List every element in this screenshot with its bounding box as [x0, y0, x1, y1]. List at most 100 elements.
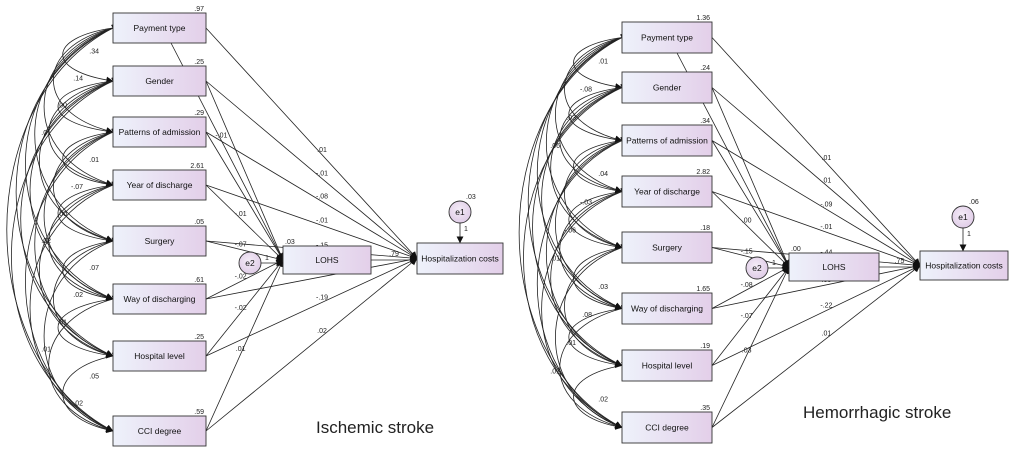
coef-cci-to-lohs: .03: [742, 347, 752, 354]
covariance-value-4: .04: [598, 171, 608, 178]
covariance-value-13: .02: [73, 400, 83, 407]
variable-box-level: [112, 340, 207, 372]
covariance-arc-payment-cci: [518, 34, 628, 428]
path-cci-to-lohs: [711, 266, 790, 428]
path-payment-to-costs: [711, 37, 921, 266]
path-admission-to-lohs: [205, 131, 284, 261]
covariance-arc-gender-cci: [523, 84, 629, 428]
covariance-arc-gender-admission: [57, 77, 120, 135]
covariance-value-3: .01: [41, 130, 51, 137]
variance-admission: .34: [700, 118, 710, 125]
variable-label-level: Hospital level: [642, 361, 693, 371]
coef-way-to-lohs: -.08: [741, 282, 753, 289]
covariance-arc-way-cci: [48, 295, 120, 433]
covariance-arc-gender-level: [20, 77, 120, 357]
variable-box-admission: [621, 124, 713, 157]
covariance-arc-payment-admission: [53, 24, 120, 134]
error-label-e1: e1: [958, 212, 968, 222]
path-way-to-costs: [711, 263, 921, 309]
path-admission-to-costs: [711, 140, 921, 266]
path-level-to-costs: [711, 265, 921, 366]
variance-surgery: .18: [700, 225, 710, 232]
variable-label-admission: Patterns of admission: [626, 136, 708, 146]
covariance-arc-gender-level: [532, 84, 629, 367]
path-admission-to-lohs: [711, 140, 790, 268]
path-gender-to-lohs: [205, 80, 284, 261]
variance-gender: .24: [700, 65, 710, 72]
covariance-value-0: .01: [598, 59, 608, 66]
coef-level-to-costs: -.19: [316, 294, 328, 301]
outcome-box-hospitalization-costs: [416, 242, 504, 275]
covariance-value-2: .00: [57, 103, 67, 110]
coef-admission-to-costs: -.09: [820, 201, 832, 208]
variable-box-level: [621, 349, 713, 382]
covariance-value-6: .00: [57, 211, 67, 218]
coef-payment-to-costs: .01: [317, 147, 327, 154]
variance-e2: .00: [791, 246, 801, 253]
covariance-arc-admission-year: [62, 128, 120, 188]
variance-cci: .35: [700, 405, 710, 412]
coef-lohs-to-costs: .75: [895, 258, 905, 265]
panel-hemorrhagic-stroke: .01-.08.03.06.04-.03-.06.01.03.08.01.01.…: [518, 15, 1009, 444]
panel-title-ischemic: Ischemic stroke: [316, 418, 435, 437]
path-payment-to-costs: [205, 27, 418, 259]
coef-surgery-to-lohs: -.07: [235, 242, 247, 249]
variable-label-surgery: Surgery: [652, 243, 683, 253]
path-way-to-lohs: [205, 259, 284, 300]
outcome-label-hospitalization-costs: Hospitalization costs: [925, 261, 1002, 271]
covariance-arc-admission-cci: [537, 137, 629, 428]
variable-label-cci: CCI degree: [138, 426, 182, 436]
covariance-arc-payment-gender: [62, 24, 120, 84]
path-gender-to-costs: [205, 80, 418, 259]
coef-lohs-to-costs: .79: [389, 251, 399, 258]
path-year-to-lohs: [711, 191, 790, 268]
covariance-value-7: .02: [41, 238, 51, 245]
covariance-arc-admission-way: [555, 137, 629, 310]
path-cci-to-costs: [711, 265, 921, 428]
coef-way-to-lohs: -.02: [235, 273, 247, 280]
variable-label-cci: CCI degree: [645, 423, 689, 433]
path-gender-to-lohs: [711, 87, 790, 268]
covariance-arc-surgery-way: [62, 237, 120, 302]
variable-label-year: Year of discharge: [127, 180, 193, 190]
covariance-value-2: .03: [566, 115, 576, 122]
covariance-value-12: .02: [598, 396, 608, 403]
variance-e1: .03: [466, 194, 476, 201]
covariance-arc-payment-surgery: [34, 24, 120, 242]
variable-box-surgery: [112, 225, 207, 257]
covariance-arc-payment-way: [537, 34, 629, 310]
covariance-arc-year-level: [550, 188, 629, 367]
path-surgery-to-lohs: [205, 240, 284, 262]
path-way-to-costs: [205, 256, 418, 300]
covariance-arc-gender-surgery: [550, 84, 629, 249]
variance-level: .19: [700, 343, 710, 350]
variable-box-year: [112, 169, 207, 201]
covariance-value-6: -.06: [564, 228, 576, 235]
path-year-to-costs: [711, 191, 921, 267]
outcome-label-hospitalization-costs: Hospitalization costs: [421, 254, 498, 264]
covariance-arc-way-cci: [559, 305, 629, 430]
covariance-arc-gender-way: [29, 77, 120, 301]
path-level-to-costs: [205, 258, 418, 357]
path-year-to-costs: [205, 184, 418, 260]
covariance-value-12: .05: [89, 373, 99, 380]
variable-box-payment: [621, 21, 713, 54]
covariance-arc-admission-year: [573, 137, 629, 195]
variable-box-payment: [112, 12, 207, 44]
variable-label-payment: Payment type: [641, 33, 693, 43]
covariance-value-8: .03: [598, 284, 608, 291]
covariance-value-1: -.08: [580, 87, 592, 94]
variance-gender: .25: [194, 59, 204, 66]
coef-e2-path: 1: [265, 255, 269, 262]
coef-level-to-lohs: -.07: [741, 313, 753, 320]
variable-label-year: Year of discharge: [634, 187, 700, 197]
covariance-value-0: .34: [89, 49, 99, 56]
variable-label-gender: Gender: [145, 76, 174, 86]
variable-box-gender: [621, 71, 713, 104]
path-admission-to-costs: [205, 131, 418, 259]
covariance-value-11: .01: [550, 368, 560, 375]
covariance-arc-admission-way: [43, 128, 120, 301]
variable-label-admission: Patterns of admission: [119, 127, 201, 137]
covariance-value-10: .01: [57, 319, 67, 326]
